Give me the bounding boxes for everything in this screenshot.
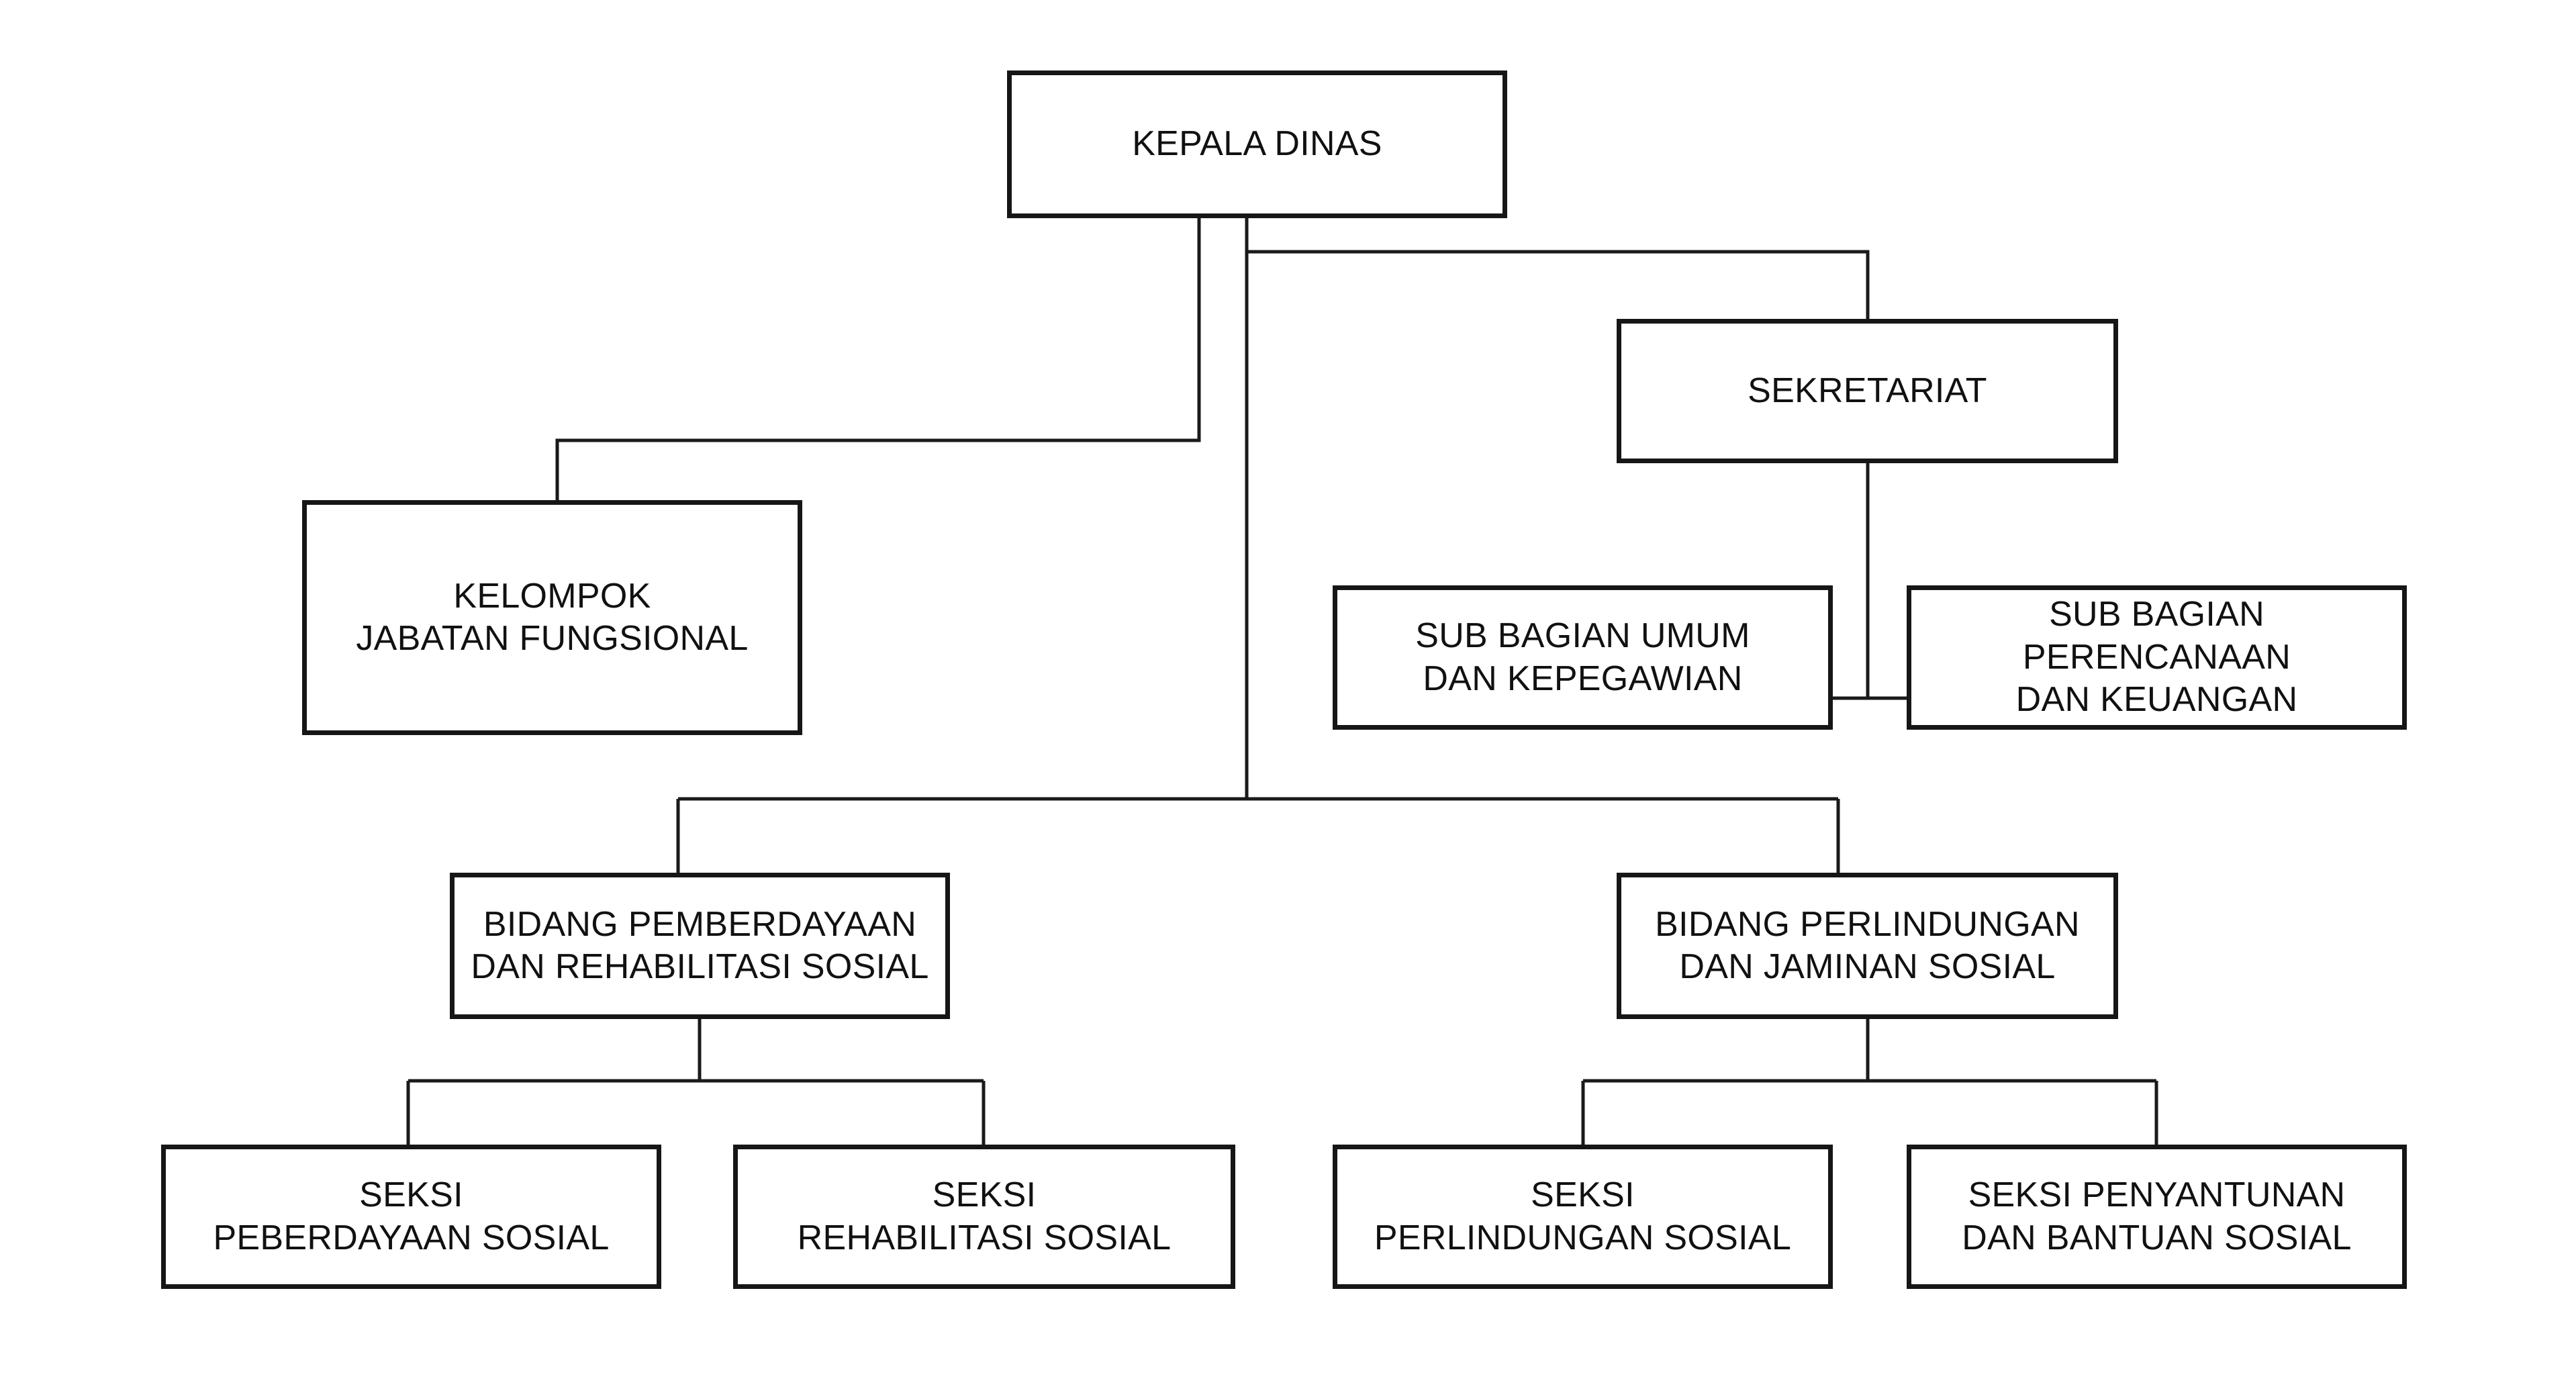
node-label-seksi-perlindungan-sosial: SEKSI PERLINDUNGAN SOSIAL <box>1374 1175 1792 1257</box>
node-label-kepala-dinas: KEPALA DINAS <box>1132 124 1382 164</box>
node-bidang-pemberdayaan-dan-rehabilitasi-sosial[interactable]: BIDANG PEMBERDAYAAN DAN REHABILITASI SOS… <box>450 873 950 1019</box>
node-seksi-peberdayaan-sosial[interactable]: SEKSI PEBERDAYAAN SOSIAL <box>161 1145 661 1289</box>
node-sekretariat[interactable]: SEKRETARIAT <box>1617 319 2118 463</box>
node-sub-bagian-umum-dan-kepegawian[interactable]: SUB BAGIAN UMUM DAN KEPEGAWIAN <box>1333 585 1833 730</box>
node-label-seksi-rehabilitasi-sosial: SEKSI REHABILITASI SOSIAL <box>797 1175 1172 1257</box>
node-label-bidang-perlindungan-dan-jaminan-sosial: BIDANG PERLINDUNGAN DAN JAMINAN SOSIAL <box>1655 904 2080 986</box>
node-seksi-penyantunan-dan-bantuan-sosial[interactable]: SEKSI PENYANTUNAN DAN BANTUAN SOSIAL <box>1907 1145 2407 1289</box>
node-bidang-perlindungan-dan-jaminan-sosial[interactable]: BIDANG PERLINDUNGAN DAN JAMINAN SOSIAL <box>1617 873 2118 1019</box>
node-label-seksi-penyantunan-dan-bantuan-sosial: SEKSI PENYANTUNAN DAN BANTUAN SOSIAL <box>1962 1175 2352 1257</box>
node-label-seksi-peberdayaan-sosial: SEKSI PEBERDAYAAN SOSIAL <box>213 1175 610 1257</box>
node-seksi-perlindungan-sosial[interactable]: SEKSI PERLINDUNGAN SOSIAL <box>1333 1145 1833 1289</box>
node-label-sub-bagian-perencanaan-dan-keuangan: SUB BAGIAN PERENCANAAN DAN KEUANGAN <box>2015 595 2298 720</box>
node-kelompok-jabatan-fungsional[interactable]: KELOMPOK JABATAN FUNGSIONAL <box>302 500 802 735</box>
node-sub-bagian-perencanaan-dan-keuangan[interactable]: SUB BAGIAN PERENCANAAN DAN KEUANGAN <box>1907 585 2407 730</box>
node-seksi-rehabilitasi-sosial[interactable]: SEKSI REHABILITASI SOSIAL <box>733 1145 1235 1289</box>
connector-kepala-to-kelompok <box>555 218 1201 500</box>
node-label-sekretariat: SEKRETARIAT <box>1748 371 1987 410</box>
connector-kepala-to-sekretariat <box>1247 250 1870 319</box>
node-label-sub-bagian-umum-dan-kepegawian: SUB BAGIAN UMUM DAN KEPEGAWIAN <box>1415 616 1750 698</box>
node-kepala-dinas[interactable]: KEPALA DINAS <box>1007 70 1507 218</box>
node-label-kelompok-jabatan-fungsional: KELOMPOK JABATAN FUNGSIONAL <box>356 576 749 658</box>
node-label-bidang-pemberdayaan-dan-rehabilitasi-sosial: BIDANG PEMBERDAYAAN DAN REHABILITASI SOS… <box>471 904 929 986</box>
